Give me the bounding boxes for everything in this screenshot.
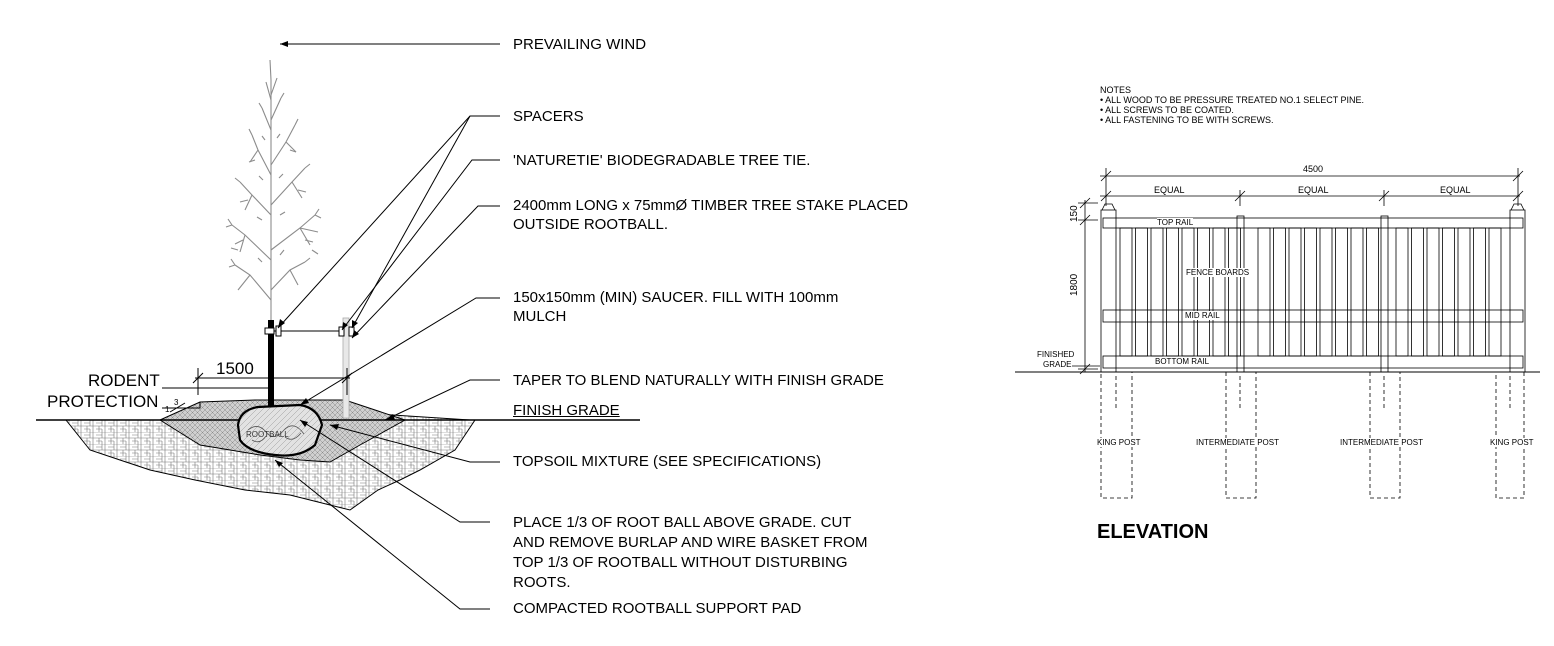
- dimension-1500: [192, 368, 353, 395]
- dimension-150-label: 150: [1069, 205, 1080, 222]
- tree-canopy: [225, 59, 322, 320]
- finished-grade-line1: FINISHED: [1037, 350, 1075, 359]
- fence-board: [1150, 227, 1164, 357]
- spacer-left: [264, 327, 275, 335]
- king-post-label-right: KING POST: [1490, 438, 1534, 447]
- fence-board: [1228, 227, 1241, 357]
- stake-label-line2: OUTSIDE ROOTBALL.: [513, 216, 669, 233]
- fence-board: [1273, 227, 1286, 357]
- fence-board: [1335, 227, 1348, 357]
- planting-leaders: [274, 41, 500, 610]
- place-rootball-line4: ROOTS.: [513, 574, 571, 591]
- king-post-right: [1509, 209, 1526, 373]
- note-3: • ALL FASTENING TO BE WITH SCREWS.: [1100, 115, 1274, 125]
- fence-board: [1319, 227, 1333, 357]
- fence-board: [1366, 227, 1379, 357]
- finished-grade-line2: GRADE: [1043, 360, 1072, 369]
- equal-label-1: EQUAL: [1154, 185, 1185, 195]
- equal-label-2: EQUAL: [1298, 185, 1329, 195]
- finish-grade-label: FINISH GRADE: [513, 402, 620, 419]
- topsoil-label: TOPSOIL MIXTURE (SEE SPECIFICATIONS): [513, 453, 822, 470]
- equal-label-3: EQUAL: [1440, 185, 1471, 195]
- top-rail-label: TOP RAIL: [1157, 218, 1194, 227]
- taper-label: TAPER TO BLEND NATURALLY WITH FINISH GRA…: [513, 372, 884, 389]
- stake-label-line1: 2400mm LONG x 75mmØ TIMBER TREE STAKE PL…: [513, 197, 909, 214]
- slope-3-label: 3: [174, 398, 179, 407]
- fence-board: [1426, 227, 1440, 357]
- fence-board: [1304, 227, 1317, 357]
- place-rootball-line3: TOP 1/3 OF ROOTBALL WITHOUT DISTURBING: [513, 554, 848, 571]
- fence-board: [1350, 227, 1364, 357]
- mid-rail-label: MID RAIL: [1185, 311, 1220, 320]
- dimension-1800-label: 1800: [1069, 273, 1080, 296]
- fence-board: [1395, 227, 1409, 357]
- mid-rail: [1102, 309, 1524, 323]
- fence-boards-label: FENCE BOARDS: [1186, 268, 1250, 277]
- fence-board: [1488, 227, 1502, 357]
- fence-board: [1442, 227, 1455, 357]
- tree-trunk: [268, 320, 274, 406]
- intermediate-post-label-2: INTERMEDIATE POST: [1340, 438, 1423, 447]
- tree-tie-label: 'NATURETIE' BIODEGRADABLE TREE TIE.: [513, 152, 811, 169]
- saucer-label-line1: 150x150mm (MIN) SAUCER. FILL WITH 100mm: [513, 289, 839, 306]
- dimension-1500-label: 1500: [216, 359, 254, 378]
- tree-planting-detail: [36, 41, 640, 610]
- note-2: • ALL SCREWS TO BE COATED.: [1100, 105, 1234, 115]
- king-post-label-left: KING POST: [1097, 438, 1141, 447]
- prevailing-wind-label: PREVAILING WIND: [513, 36, 647, 53]
- fence-board: [1212, 227, 1226, 357]
- intermediate-post-2: [1380, 215, 1389, 373]
- rodent-label-line1: RODENT: [88, 371, 160, 390]
- dimension-4500-label: 4500: [1303, 164, 1324, 174]
- fence-board: [1135, 227, 1148, 357]
- support-pad-label: COMPACTED ROOTBALL SUPPORT PAD: [513, 600, 802, 617]
- rodent-label-line2: PROTECTION: [47, 392, 159, 411]
- fence-board: [1166, 227, 1179, 357]
- saucer-label-line2: MULCH: [513, 308, 567, 325]
- intermediate-post-label-1: INTERMEDIATE POST: [1196, 438, 1279, 447]
- bottom-rail-label: BOTTOM RAIL: [1155, 357, 1210, 366]
- fence-board: [1181, 227, 1195, 357]
- fence-board: [1119, 227, 1133, 357]
- fence-board: [1288, 227, 1302, 357]
- fence-boards: [1119, 227, 1502, 357]
- fence-board: [1411, 227, 1424, 357]
- fence-board: [1473, 227, 1486, 357]
- place-rootball-line1: PLACE 1/3 OF ROOT BALL ABOVE GRADE. CUT: [513, 514, 852, 531]
- elevation-title: ELEVATION: [1097, 521, 1209, 543]
- note-1: • ALL WOOD TO BE PRESSURE TREATED NO.1 S…: [1100, 95, 1365, 105]
- place-rootball-line2: AND REMOVE BURLAP AND WIRE BASKET FROM: [513, 534, 868, 551]
- fence-board: [1197, 227, 1210, 357]
- fence-board: [1457, 227, 1471, 357]
- king-post-left: [1100, 209, 1117, 373]
- spacers-label: SPACERS: [513, 108, 584, 125]
- fence-board: [1257, 227, 1271, 357]
- tree-stake: [342, 317, 350, 419]
- fence-elevation: [1015, 168, 1540, 499]
- slope-1-label: 1: [165, 405, 170, 414]
- notes-title: NOTES: [1100, 85, 1132, 95]
- rootball-label: ROOTBALL: [246, 430, 289, 439]
- rootball: [236, 403, 324, 457]
